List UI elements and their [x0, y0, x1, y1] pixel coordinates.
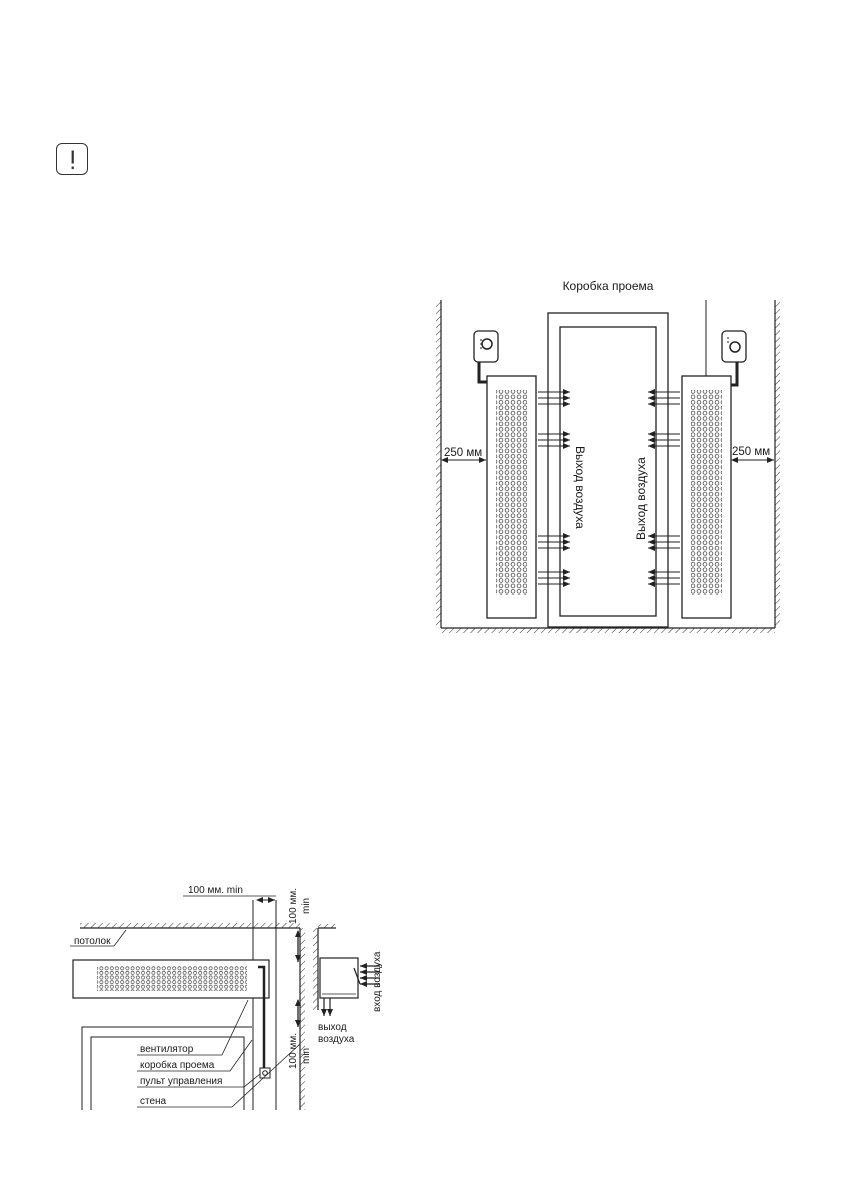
legend-frame: коробка проема	[140, 1059, 215, 1071]
legend-control-leader	[137, 1073, 261, 1088]
inlet-label: вход воздуха	[372, 951, 383, 1012]
left-outlet-label: Выход воздуха	[573, 446, 587, 529]
wall-hatch	[300, 928, 305, 1110]
right-wall-hatch	[775, 300, 780, 626]
left-controller	[473, 330, 499, 384]
fan-grille	[97, 966, 247, 991]
control-cable	[258, 965, 266, 1068]
legend-control: пульт управления	[140, 1076, 222, 1087]
legend-frame-leader	[137, 1039, 253, 1072]
door-frame-outer-side	[81, 1026, 252, 1110]
legend-wall-leader	[137, 1043, 301, 1108]
side-wall-hatch	[313, 928, 318, 1010]
side-unit	[319, 957, 359, 999]
right-controller	[721, 330, 747, 387]
clearance-top-label: 100 мм. min	[188, 885, 243, 896]
legend-fan: вентилятор	[140, 1044, 194, 1055]
ceiling-hatch	[80, 923, 300, 928]
warning-icon	[56, 143, 88, 175]
legend-wall: стена	[140, 1096, 167, 1107]
side-ceiling-hatch	[318, 924, 336, 928]
control-panel	[259, 1067, 271, 1079]
ceiling-leader	[70, 929, 127, 947]
vertical-bottom-label-2: min	[301, 1048, 312, 1064]
door-frame-outer	[547, 312, 669, 628]
vertical-top-label-1: 100 мм.	[288, 888, 299, 924]
legend-fan-leader	[137, 999, 249, 1056]
door-frame-inner	[559, 326, 657, 617]
door-frame-inner-side	[90, 1036, 245, 1110]
right-outlet-label: Выход воздуха	[634, 457, 648, 540]
vertical-top-label-2: min	[301, 898, 312, 914]
control-knob-icon	[262, 1070, 268, 1076]
door-frame-title: Коробка проема	[563, 279, 654, 293]
exclamation-icon	[71, 150, 74, 170]
outlet-arrows	[321, 998, 333, 1016]
vertical-bottom-label-1: 100 мм.	[288, 1033, 299, 1069]
outlet-label-1: выход	[318, 1022, 347, 1033]
right-curtain-grille	[691, 390, 722, 595]
right-distance-label: 250 мм	[732, 446, 770, 458]
left-curtain-grille	[496, 390, 527, 595]
right-airflow-arrows	[648, 389, 680, 587]
left-wall-hatch	[436, 300, 441, 626]
outlet-label-2: воздуха	[318, 1034, 355, 1045]
left-distance-label: 250 мм	[444, 447, 482, 459]
top-view-diagram: Коробка проема	[436, 279, 780, 633]
side-view-diagram: потолок 100 мм. min 100 мм. min 100 мм. …	[70, 885, 383, 1110]
left-airflow-arrows	[538, 389, 570, 587]
inlet-arrows	[353, 963, 380, 987]
floor-hatch	[441, 628, 775, 633]
ceiling-label: потолок	[74, 936, 111, 947]
